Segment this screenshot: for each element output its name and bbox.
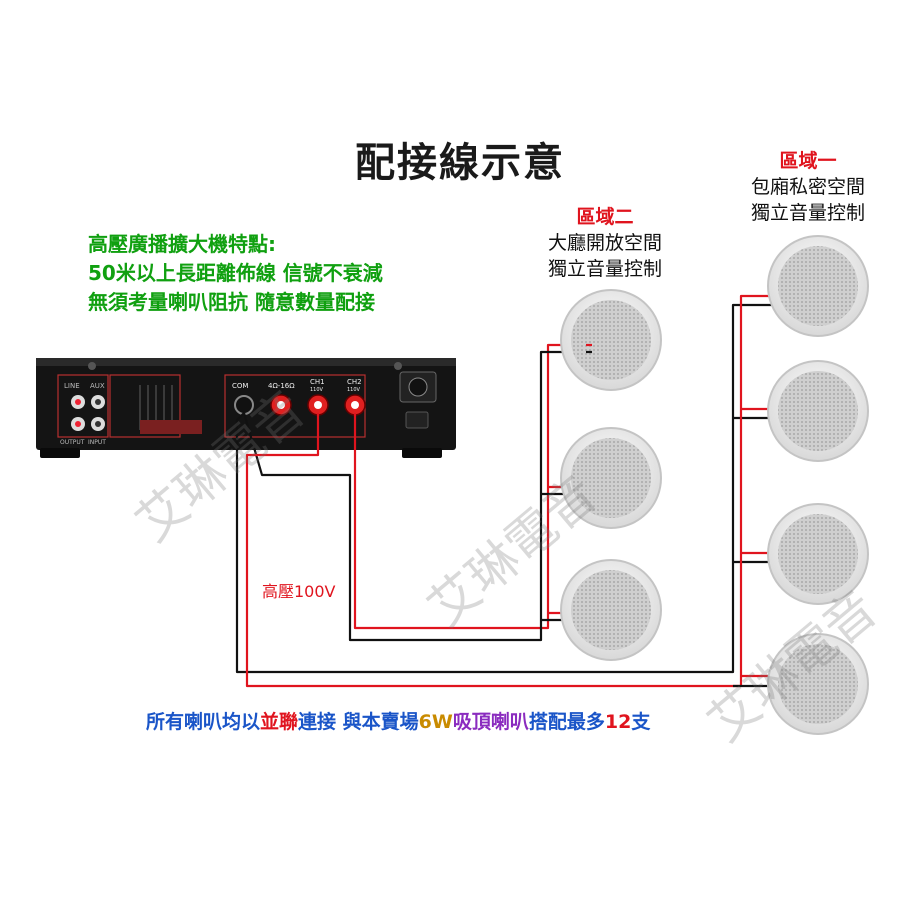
- zone1-name: 區域一: [779, 150, 837, 172]
- footer-part-5: 吸頂喇叭: [452, 711, 529, 733]
- footer-part-1: 所有喇叭均以: [146, 711, 261, 733]
- zone2-label: 區域二 大廳開放空間 獨立音量控制: [530, 204, 680, 282]
- zone1-label: 區域一 包廂私密空間 獨立音量控制: [733, 148, 883, 226]
- high-voltage-label: 高壓100V: [262, 582, 336, 601]
- footer-part-7: 12: [604, 711, 632, 733]
- terminal-com[interactable]: [234, 395, 254, 415]
- rca-label-input: INPUT: [88, 439, 106, 446]
- rca-label-line: LINE: [64, 382, 80, 390]
- footer-part-3: 連接 與本賣場: [298, 711, 419, 733]
- features-box: 高壓廣播擴大機特點: 50米以上長距離佈線 信號不衰減 無須考量喇叭阻抗 隨意數…: [88, 230, 383, 317]
- terminal-4-16[interactable]: [270, 394, 292, 416]
- footer-part-6: 搭配最多: [528, 711, 605, 733]
- wire-terminal-ends: [586, 343, 592, 354]
- ceiling-speaker-icon: [767, 360, 869, 462]
- terminal-sublabel-ch2: 110V: [347, 387, 361, 393]
- features-line-1: 50米以上長距離佈線 信號不衰減: [88, 261, 383, 285]
- fuse-icon[interactable]: [405, 411, 429, 429]
- power-socket-icon[interactable]: [399, 371, 437, 403]
- footer-part-2: 並聯: [260, 711, 299, 733]
- terminal-ch1[interactable]: [307, 394, 329, 416]
- footer-part-8: 支: [631, 711, 651, 733]
- footer-part-4: 6W: [418, 711, 453, 733]
- rca-label-output: OUTPUT: [60, 439, 85, 446]
- terminal-label-com: COM: [232, 382, 248, 390]
- features-heading: 高壓廣播擴大機特點:: [88, 232, 276, 256]
- features-line-2: 無須考量喇叭阻抗 隨意數量配接: [88, 290, 375, 314]
- zone2-name: 區域二: [576, 206, 634, 228]
- zone1-speakers: [767, 235, 869, 735]
- terminal-label-4-16: 4Ω-16Ω: [268, 382, 295, 390]
- terminal-sublabel-ch1: 110V: [310, 387, 324, 393]
- zone2-desc-1: 大廳開放空間: [547, 232, 662, 254]
- page-title: 配接線示意: [355, 140, 565, 186]
- zone1-desc-2: 獨立音量控制: [750, 202, 865, 224]
- terminal-label-ch2: CH2: [347, 378, 362, 386]
- wires-zone1: [235, 294, 793, 688]
- ceiling-speaker-icon: [767, 633, 869, 735]
- rca-label-aux: AUX: [90, 382, 105, 390]
- zone2-desc-2: 獨立音量控制: [547, 258, 662, 280]
- terminal-ch2[interactable]: [344, 394, 366, 416]
- footer-note: 所有喇叭均以並聯連接 與本賣場6W吸頂喇叭搭配最多12支: [146, 707, 650, 734]
- amplifier: LINE AUX OUTPUT INPUT COM 4Ω-16Ω CH1 110…: [36, 358, 456, 458]
- ceiling-speaker-icon: [560, 289, 662, 391]
- ceiling-speaker-icon: [767, 503, 869, 605]
- zone1-desc-1: 包廂私密空間: [750, 176, 865, 198]
- ceiling-speaker-icon: [560, 427, 662, 529]
- terminal-label-ch1: CH1: [310, 378, 325, 386]
- ceiling-speaker-icon: [767, 235, 869, 337]
- rca-jacks[interactable]: [71, 395, 105, 431]
- zone2-speakers: [560, 289, 662, 661]
- ceiling-speaker-icon: [560, 559, 662, 661]
